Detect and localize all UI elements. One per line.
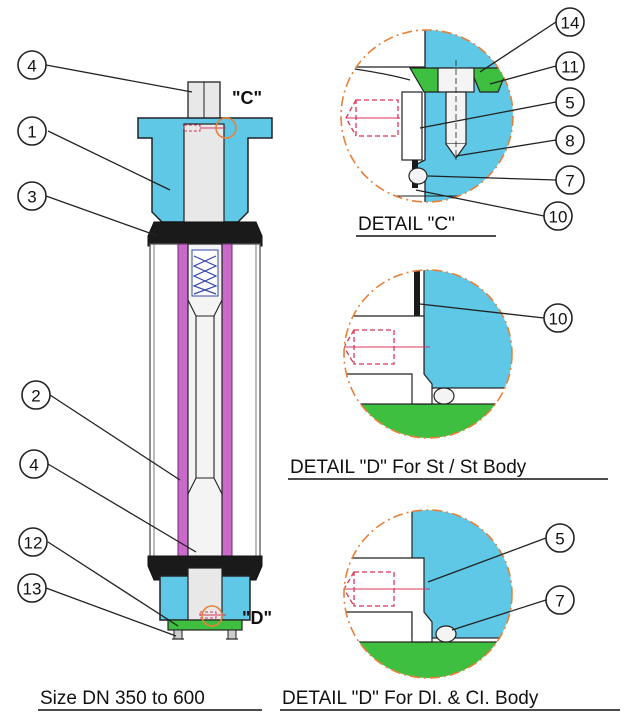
main-sectional-view: "C" "D" (137, 81, 273, 640)
caption-detail-c: DETAIL "C" (358, 214, 455, 235)
balloon-part-7-detail-c: 7 (555, 165, 585, 195)
stem-bore-upper (183, 123, 225, 229)
stem-bore-lower (187, 567, 223, 621)
balloon-part-11: 11 (555, 51, 585, 81)
detail-d-marker (201, 605, 223, 627)
liner-left (177, 243, 189, 563)
balloon-part-4-top: 4 (17, 50, 47, 80)
balloon-part-5-detail-d: 5 (545, 523, 575, 553)
callout-c-tag: "C" (232, 88, 262, 108)
balloon-part-7-detail-d: 7 (545, 585, 575, 615)
svg-text:10: 10 (549, 310, 568, 329)
balloon-part-10-detail-d: 10 (543, 303, 573, 333)
svg-text:14: 14 (561, 14, 580, 33)
balloon-part-1: 1 (17, 116, 47, 146)
hidden-pin-c (183, 124, 226, 132)
detail-c-marker (215, 117, 237, 139)
svg-text:5: 5 (565, 94, 574, 113)
svg-text:3: 3 (27, 188, 36, 207)
balloon-part-8: 8 (555, 125, 585, 155)
balloon-part-13: 13 (17, 573, 47, 603)
svg-text:13: 13 (23, 580, 42, 599)
top-seal-ring (147, 221, 263, 247)
cover-screw-right (227, 629, 237, 640)
detail-d-di-view (343, 509, 513, 679)
svg-text:1: 1 (27, 123, 36, 142)
caption-size: Size DN 350 to 600 (40, 688, 205, 709)
svg-text:7: 7 (555, 592, 564, 611)
caption-detail-d-st: DETAIL "D" For St / St Body (290, 457, 527, 478)
detail-c-view (340, 29, 514, 203)
end-cover-plate (167, 619, 243, 631)
balloon-part-14: 14 (555, 7, 585, 37)
balloon-part-2: 2 (21, 380, 51, 410)
shaft (187, 243, 223, 563)
balloon-part-12: 12 (18, 527, 48, 557)
balloon-part-4-lower: 4 (19, 449, 49, 479)
svg-text:4: 4 (29, 456, 38, 475)
main-leaders (45, 64, 197, 637)
balloon-part-5-detail-c: 5 (555, 87, 585, 117)
svg-text:10: 10 (549, 208, 568, 227)
svg-text:2: 2 (31, 387, 40, 406)
detail-d-st-leaders (419, 303, 545, 319)
svg-text:12: 12 (24, 534, 43, 553)
svg-text:5: 5 (555, 530, 564, 549)
svg-text:8: 8 (565, 132, 574, 151)
svg-text:7: 7 (565, 172, 574, 191)
cover-screw-left (173, 629, 183, 640)
svg-text:11: 11 (561, 58, 579, 77)
callout-d-tag: "D" (242, 608, 272, 628)
detail-d-st-view (343, 269, 513, 439)
svg-text:4: 4 (27, 57, 36, 76)
caption-detail-d-di: DETAIL "D" For DI. & CI. Body (282, 688, 539, 709)
detail-c-leaders (415, 21, 557, 217)
liner-right (221, 243, 233, 563)
balloon-part-3: 3 (17, 181, 47, 211)
detail-d-di-leaders (427, 537, 547, 631)
balloon-part-10-detail-c: 10 (543, 201, 573, 231)
